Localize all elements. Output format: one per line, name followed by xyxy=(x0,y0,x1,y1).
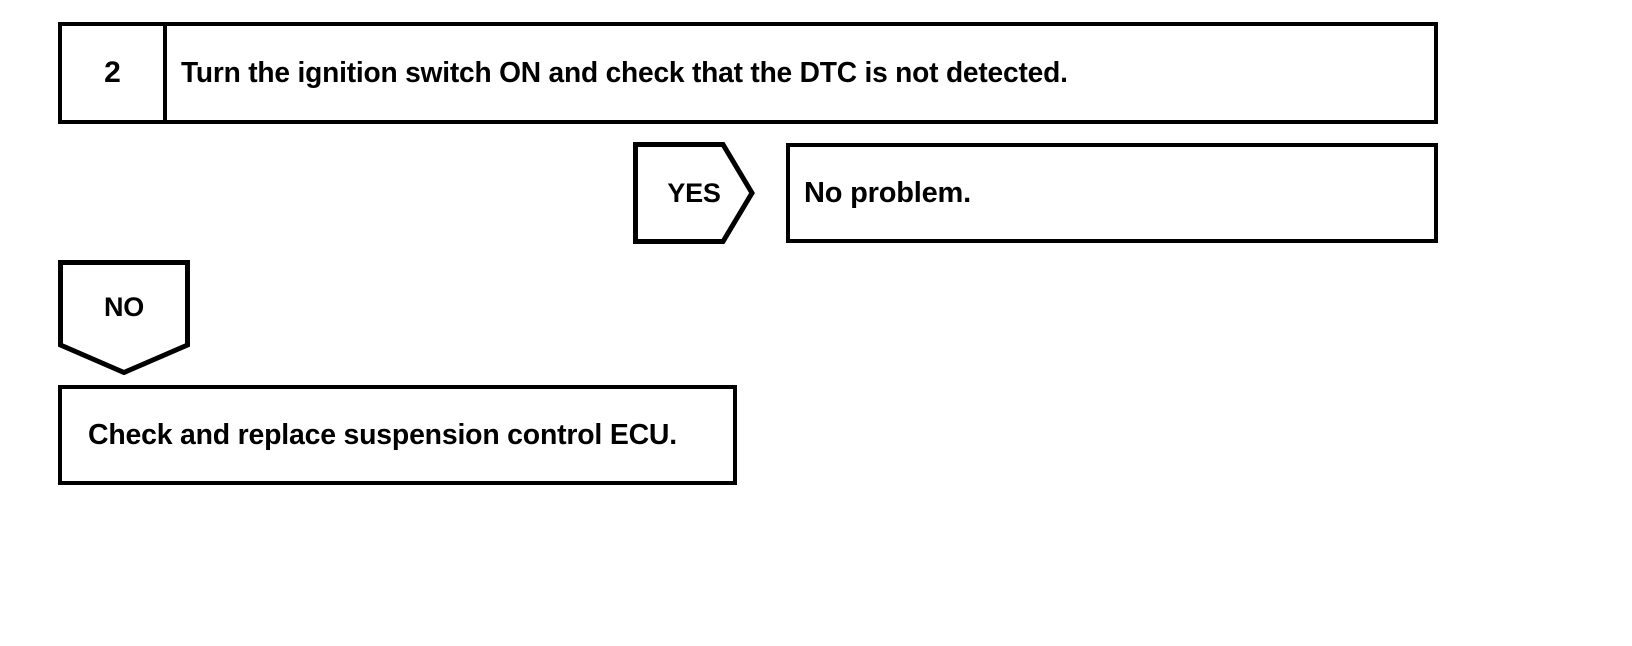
yes-result-box: No problem. xyxy=(786,143,1438,243)
yes-arrow-shape xyxy=(633,142,755,244)
yes-branch-arrow: YES xyxy=(633,142,755,244)
step-instruction-cell: Turn the ignition switch ON and check th… xyxy=(167,26,1434,120)
step-number-cell: 2 xyxy=(62,26,167,120)
yes-result-text: No problem. xyxy=(804,176,971,209)
no-branch-arrow: NO xyxy=(58,260,190,375)
no-result-text: Check and replace suspension control ECU… xyxy=(88,418,677,451)
step-row: 2 Turn the ignition switch ON and check … xyxy=(58,22,1438,124)
no-arrow-shape xyxy=(58,260,190,375)
yes-branch-label: YES xyxy=(667,177,721,208)
step-number: 2 xyxy=(104,56,121,89)
no-branch-label: NO xyxy=(104,291,144,322)
step-instruction-text: Turn the ignition switch ON and check th… xyxy=(181,56,1068,89)
no-result-box: Check and replace suspension control ECU… xyxy=(58,385,737,485)
